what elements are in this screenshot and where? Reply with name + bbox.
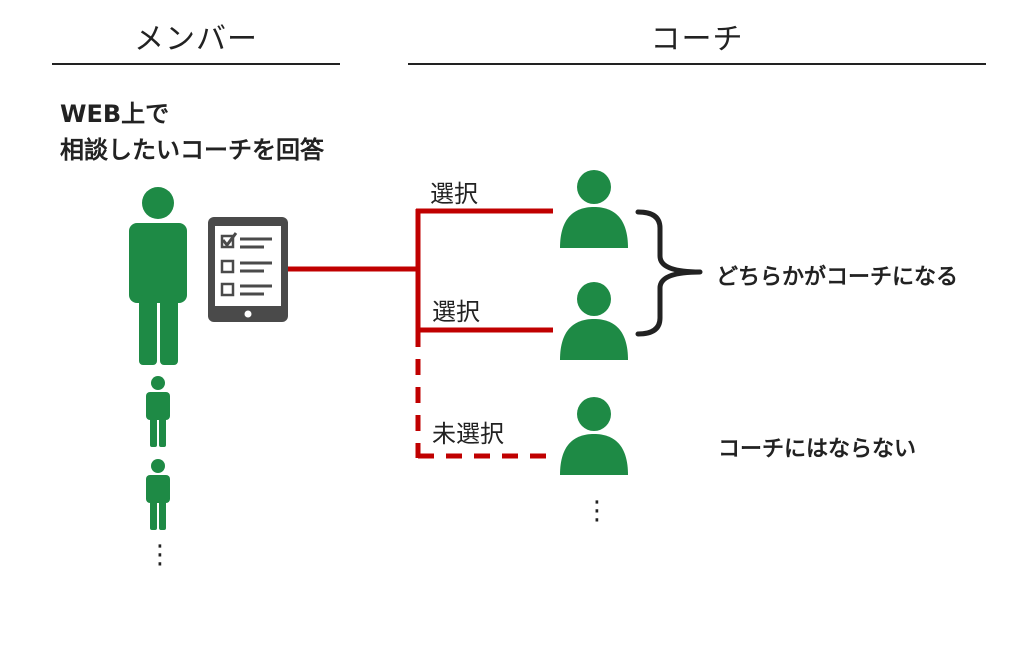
member-small-icon: [146, 459, 170, 530]
coaches-continuation-icon: ⋮: [584, 496, 610, 526]
members-header: メンバー: [134, 22, 258, 57]
tablet-checklist-icon: [208, 217, 288, 322]
outcome-unselected: コーチにはならない: [718, 437, 917, 462]
coaches-header-rule: [408, 63, 986, 65]
member-small-icon: [146, 376, 170, 447]
instruction-line-2: 相談したいコーチを回答: [60, 136, 324, 164]
branch-label-1: 選択: [430, 180, 478, 208]
right-curly-bracket-icon: [635, 209, 703, 337]
members-continuation-icon: ⋮: [147, 540, 173, 570]
branch-label-3: 未選択: [432, 420, 504, 448]
connector-tree: [288, 208, 553, 459]
coach-icon: [560, 170, 628, 248]
coach-icon: [560, 282, 628, 360]
coach-icon: [560, 397, 628, 475]
member-instruction: WEB上で 相談したいコーチを回答: [60, 96, 324, 168]
member-large-icon: [129, 187, 187, 365]
members-header-rule: [52, 63, 340, 65]
instruction-line-1: WEB上で: [60, 100, 170, 128]
coaches-header: コーチ: [650, 22, 744, 57]
branch-label-2: 選択: [432, 298, 480, 326]
outcome-selected: どちらかがコーチになる: [716, 265, 959, 290]
